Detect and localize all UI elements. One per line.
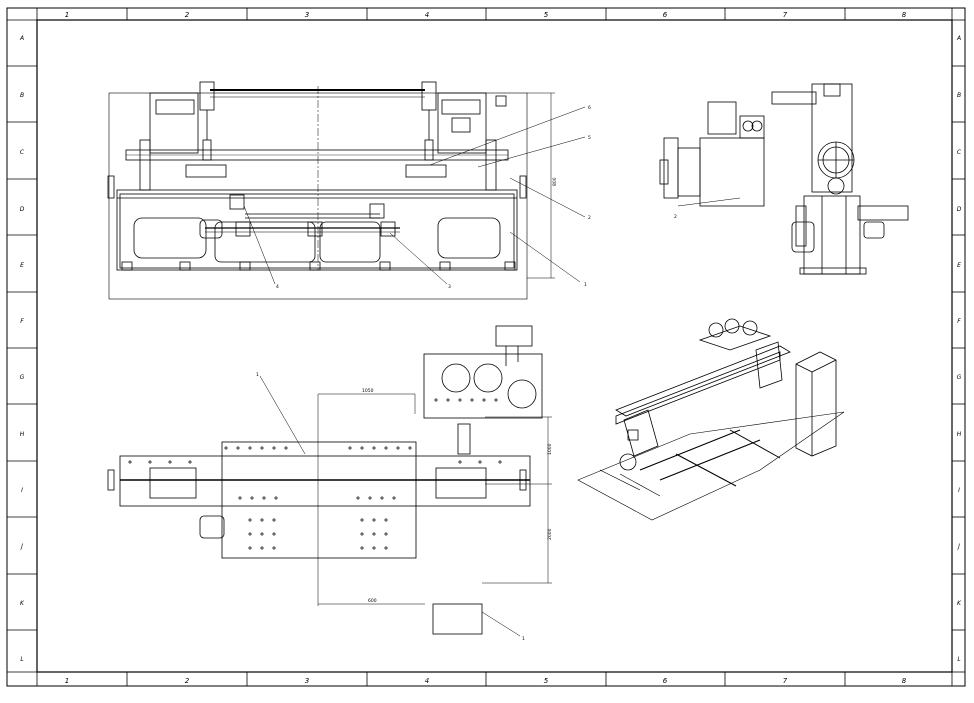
balloon-1-front: 1 [584,282,587,288]
row-label-left-A: A [19,35,24,42]
col-label-top-5: 5 [544,11,549,19]
col-label-top-1: 1 [65,11,69,19]
row-label-left-L: L [20,656,23,663]
row-label-right-L: L [957,656,960,663]
dim-1050: 1050 [362,388,374,394]
col-label-top-8: 8 [902,11,907,19]
row-label-left-E: E [20,262,24,269]
row-label-right-J: J [957,543,960,550]
dim-1000: 1000 [547,443,553,455]
col-label-bottom-5: 5 [544,677,549,685]
row-label-left-C: C [20,149,25,156]
col-label-bottom-6: 6 [663,677,668,685]
row-label-left-H: H [20,431,25,438]
dim-600: 600 [368,598,377,604]
row-label-right-H: H [957,431,962,438]
row-label-left-F: F [20,318,24,325]
row-label-left-D: D [20,206,25,213]
balloon-6: 6 [588,105,591,111]
col-label-top-6: 6 [663,11,668,19]
row-label-right-I: I [958,487,960,494]
row-label-left-B: B [20,92,24,99]
bolt-pattern [128,398,502,550]
balloon-3: 3 [448,284,451,290]
row-label-right-D: D [957,206,962,213]
col-label-bottom-4: 4 [425,677,429,685]
row-label-left-G: G [20,374,25,381]
row-label-right-F: F [957,318,961,325]
side-view: 2 [659,83,909,275]
balloon-1-plan: 1 [522,636,525,642]
col-label-bottom-3: 3 [305,677,309,685]
dim-2000: 2000 [547,528,553,540]
col-label-bottom-2: 2 [185,677,190,685]
balloon-5: 5 [588,135,591,141]
row-label-left-I: I [21,487,23,494]
row-label-left-J: J [20,543,23,550]
row-label-right-E: E [957,262,961,269]
row-divisions [7,65,965,631]
col-label-bottom-8: 8 [902,677,907,685]
row-label-right-B: B [957,92,961,99]
row-label-right-C: C [957,149,962,156]
balloon-1-plan-top: 1 [256,372,259,378]
col-label-bottom-1: 1 [65,677,69,685]
balloon-4: 4 [276,284,279,290]
column-divisions [126,8,846,686]
col-label-top-3: 3 [305,11,309,19]
col-label-bottom-7: 7 [783,677,788,685]
isometric-view [577,318,845,521]
col-label-top-2: 2 [185,11,190,19]
col-label-top-7: 7 [783,11,788,19]
plan-view: 1050 1000 2000 600 1 1 [107,325,553,642]
row-label-right-K: K [957,600,962,607]
front-view: 6 5 2 1 3 4 800 [107,81,591,300]
row-label-left-K: K [20,600,25,607]
balloon-2-side: 2 [674,214,677,220]
balloon-2-front: 2 [588,215,591,221]
row-label-right-A: A [956,35,961,42]
dim-height: 800 [552,177,558,186]
col-label-top-4: 4 [425,11,429,19]
row-label-right-G: G [957,374,962,381]
